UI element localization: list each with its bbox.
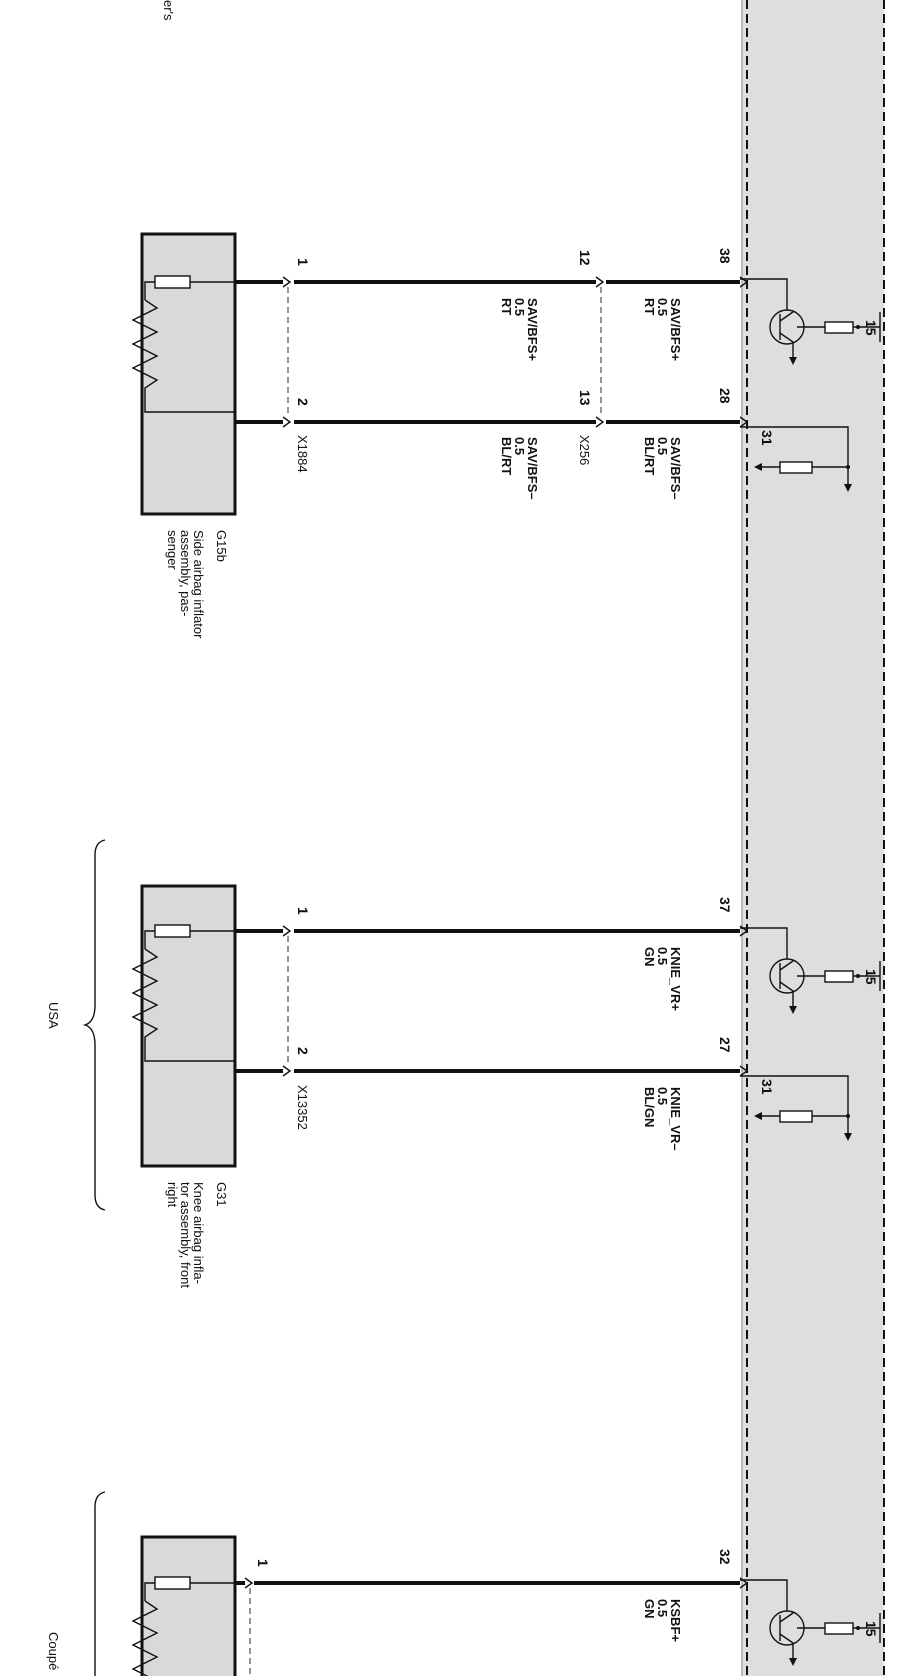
component-id-label: G15b — [214, 530, 229, 562]
connector-x1884-label: X1884 — [295, 435, 310, 473]
wire-label: SAV/BFS+ — [525, 298, 540, 361]
pin-marker — [282, 1065, 292, 1077]
pin-label: 13 — [577, 390, 593, 406]
circuit-g15b: 1 2 12 13 38 28 X1884 X256 SAV/BFS+ 0.5 … — [132, 232, 881, 639]
terminal-label: 15 — [863, 969, 879, 985]
pin-marker — [739, 1065, 749, 1077]
pin-label: 38 — [717, 248, 733, 264]
pin-marker — [282, 276, 292, 288]
component-partial-box — [140, 1535, 237, 1676]
wire-label: 0.5 — [655, 298, 670, 316]
pin-marker — [244, 1577, 254, 1589]
pin-label: 1 — [295, 907, 311, 915]
pin-label: 32 — [717, 1549, 733, 1565]
circuit-g31: USA 1 2 37 27 X13352 KNIE_VR+ 0.5 GN KNI… — [46, 839, 881, 1288]
wire-label: BL/RT — [642, 437, 657, 475]
coupe-group-label: Coupé — [46, 1632, 61, 1670]
terminal-label: 15 — [863, 1621, 879, 1637]
pin-marker — [282, 925, 292, 937]
pin-marker — [595, 276, 605, 288]
component-description: Side airbag inflator — [191, 530, 206, 639]
wire-label: RT — [499, 298, 514, 315]
connector-x13352-label: X13352 — [295, 1085, 310, 1130]
component-description: assembly, pas- — [178, 530, 193, 616]
wire-label: SAV/BFS– — [668, 437, 683, 500]
wire-label: 0.5 — [512, 298, 527, 316]
coupe-group-brace — [94, 1491, 106, 1676]
pin-label: 1 — [295, 258, 311, 266]
wire-label: 0.5 — [655, 1599, 670, 1617]
component-description: right — [165, 1182, 180, 1208]
wire-label: BL/GN — [642, 1087, 657, 1127]
wire-label: GN — [642, 1599, 657, 1619]
wire-label: SAV/BFS– — [525, 437, 540, 500]
wire-label: SAV/BFS+ — [668, 298, 683, 361]
wire-label: 0.5 — [655, 437, 670, 455]
usa-group-brace — [82, 839, 106, 1211]
pin-marker — [282, 416, 292, 428]
component-description: tor assembly, front — [178, 1182, 193, 1288]
terminal-label: 31 — [759, 1079, 775, 1095]
component-description: Knee airbag infla- — [191, 1182, 206, 1284]
pin-label: 12 — [577, 250, 593, 266]
pin-label: 2 — [295, 1047, 311, 1055]
wire-label: 0.5 — [655, 1087, 670, 1105]
component-id-label: G31 — [214, 1182, 229, 1207]
pin-label: 27 — [717, 1037, 733, 1053]
wire-label: RT — [642, 298, 657, 315]
wire-label: KNIE_VR– — [668, 1087, 683, 1151]
terminal-label: 31 — [759, 430, 775, 446]
circuit-ksbf: Coupé 1 32 KSBF+ 0.5 GN 15 — [46, 1491, 881, 1676]
wire-label: 0.5 — [655, 947, 670, 965]
control-unit-area — [742, 0, 884, 1676]
top-text-fragment: er's — [161, 0, 176, 21]
terminal-label: 15 — [863, 320, 879, 336]
pin-marker — [595, 416, 605, 428]
wire-label: BL/RT — [499, 437, 514, 475]
connector-x256-label: X256 — [577, 435, 592, 465]
wire-label: KSBF+ — [668, 1599, 683, 1642]
usa-group-label: USA — [46, 1002, 61, 1029]
pin-label: 28 — [717, 388, 733, 404]
pin-label: 1 — [255, 1559, 271, 1567]
pin-label: 2 — [295, 398, 311, 406]
component-description: senger — [165, 530, 180, 570]
pin-label: 37 — [717, 897, 733, 913]
wire-label: GN — [642, 947, 657, 967]
wire-label: KNIE_VR+ — [668, 947, 683, 1011]
pin-marker — [739, 416, 749, 428]
wire-label: 0.5 — [512, 437, 527, 455]
